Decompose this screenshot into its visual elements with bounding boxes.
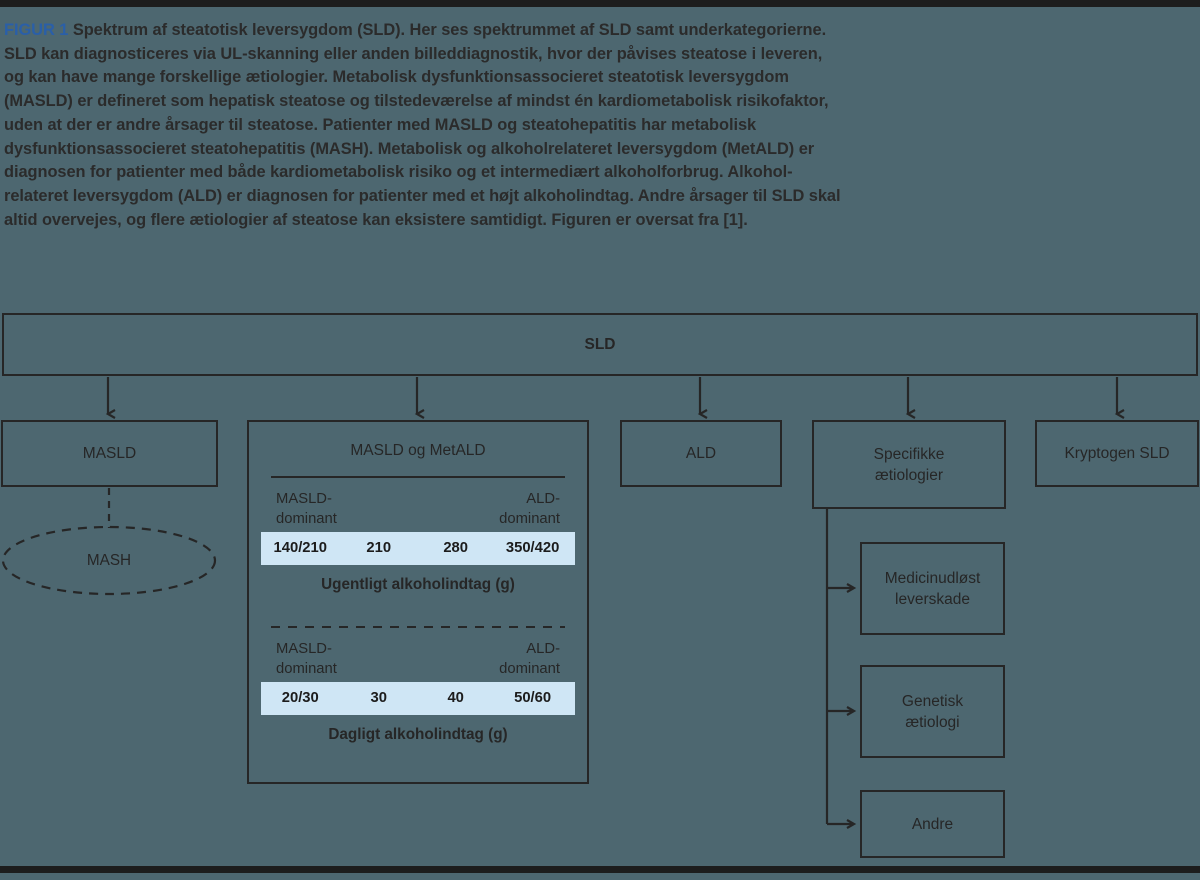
scale-weekly-left-line1: MASLD- — [276, 491, 332, 507]
node-medicinudloest-line1: Medicinudløst — [884, 569, 981, 587]
node-andre-label: Andre — [911, 815, 954, 833]
node-kryptogen-sld[interactable]: Kryptogen SLD — [1035, 420, 1199, 487]
node-specifikke-label: Specifikke ætiologier — [874, 444, 945, 486]
scale-weekly-left-line2: dominant — [276, 510, 337, 527]
scale-daily-tick-3: 40 — [447, 690, 464, 706]
scale-daily-tick-2: 30 — [370, 690, 387, 706]
node-genetisk-line1: Genetisk — [901, 692, 964, 710]
scale-daily-left-line1: MASLD- — [276, 641, 332, 657]
node-medicinudloest-line2: leverskade — [895, 590, 970, 608]
mash-ellipse-shape — [1, 525, 217, 596]
figure-caption-text: Spektrum af steatotisk leversygdom (SLD)… — [4, 21, 841, 229]
scale-weekly-tick-2: 210 — [366, 540, 392, 556]
metald-divider-solid — [271, 476, 565, 478]
node-masld-og-metald[interactable]: MASLD og MetALD MASLD- dominant ALD- dom… — [247, 420, 589, 784]
scale-daily-bar: 20/30 30 40 50/60 — [261, 682, 575, 715]
metald-divider-dashed — [271, 626, 565, 629]
node-ald[interactable]: ALD — [620, 420, 782, 487]
scale-daily-endpoints: MASLD- dominant ALD- dominant — [271, 640, 565, 682]
scale-daily: MASLD- dominant ALD- dominant 20/30 30 4… — [249, 640, 587, 745]
node-metald-title: MASLD og MetALD — [350, 442, 486, 459]
scale-daily-right-line2: dominant — [499, 660, 560, 677]
scale-weekly-right-line1: ALD- — [526, 491, 560, 507]
node-sld[interactable]: SLD — [2, 313, 1198, 376]
figure-number-label: FIGUR 1 — [4, 21, 69, 39]
node-specifikke-line2: ætiologier — [874, 466, 944, 484]
scale-weekly-tick-1: 140/210 — [273, 540, 328, 556]
scale-weekly-tick-3: 280 — [443, 540, 469, 556]
scale-daily-left-endpoint: MASLD- dominant — [276, 640, 337, 679]
scale-daily-tick-1: 20/30 — [281, 690, 319, 706]
node-kryptogen-label: Kryptogen SLD — [1064, 445, 1170, 462]
node-medicinudloest-leverskade[interactable]: Medicinudløst leverskade — [860, 542, 1005, 635]
node-genetisk-aetiologi[interactable]: Genetisk ætiologi — [860, 665, 1005, 758]
node-masld[interactable]: MASLD — [1, 420, 218, 487]
scale-weekly-left-endpoint: MASLD- dominant — [276, 490, 337, 529]
scale-weekly: MASLD- dominant ALD- dominant 140/210 21… — [249, 490, 587, 595]
node-mash[interactable]: MASH — [1, 525, 217, 596]
scale-daily-left-line2: dominant — [276, 660, 337, 677]
scale-weekly-right-endpoint: ALD- dominant — [499, 490, 560, 529]
figure-caption: FIGUR 1 Spektrum af steatotisk leversygd… — [4, 19, 844, 232]
scale-weekly-right-line2: dominant — [499, 510, 560, 527]
scale-daily-right-endpoint: ALD- dominant — [499, 640, 560, 679]
node-mash-label: MASH — [86, 551, 132, 569]
scale-daily-tick-4: 50/60 — [514, 690, 552, 706]
node-genetisk-label: Genetisk ætiologi — [902, 691, 963, 733]
scale-weekly-bar: 140/210 210 280 350/420 — [261, 532, 575, 565]
node-specifikke-line1: Specifikke — [873, 445, 945, 463]
metald-inner-panel: MASLD og MetALD MASLD- dominant ALD- dom… — [249, 422, 587, 782]
scale-weekly-caption: Ugentligt alkoholindtag (g) — [321, 576, 515, 593]
scale-weekly-endpoints: MASLD- dominant ALD- dominant — [271, 490, 565, 532]
scale-weekly-tick-4: 350/420 — [505, 540, 560, 556]
scale-daily-caption: Dagligt alkoholindtag (g) — [328, 726, 508, 743]
node-andre[interactable]: Andre — [860, 790, 1005, 858]
node-genetisk-line2: ætiologi — [905, 713, 960, 731]
node-masld-label: MASLD — [82, 445, 137, 462]
scale-daily-right-line1: ALD- — [526, 641, 560, 657]
node-medicinudloest-label: Medicinudløst leverskade — [885, 568, 981, 610]
node-sld-label: SLD — [584, 336, 616, 353]
node-ald-label: ALD — [685, 445, 717, 462]
node-specifikke-aetiologier[interactable]: Specifikke ætiologier — [812, 420, 1006, 509]
